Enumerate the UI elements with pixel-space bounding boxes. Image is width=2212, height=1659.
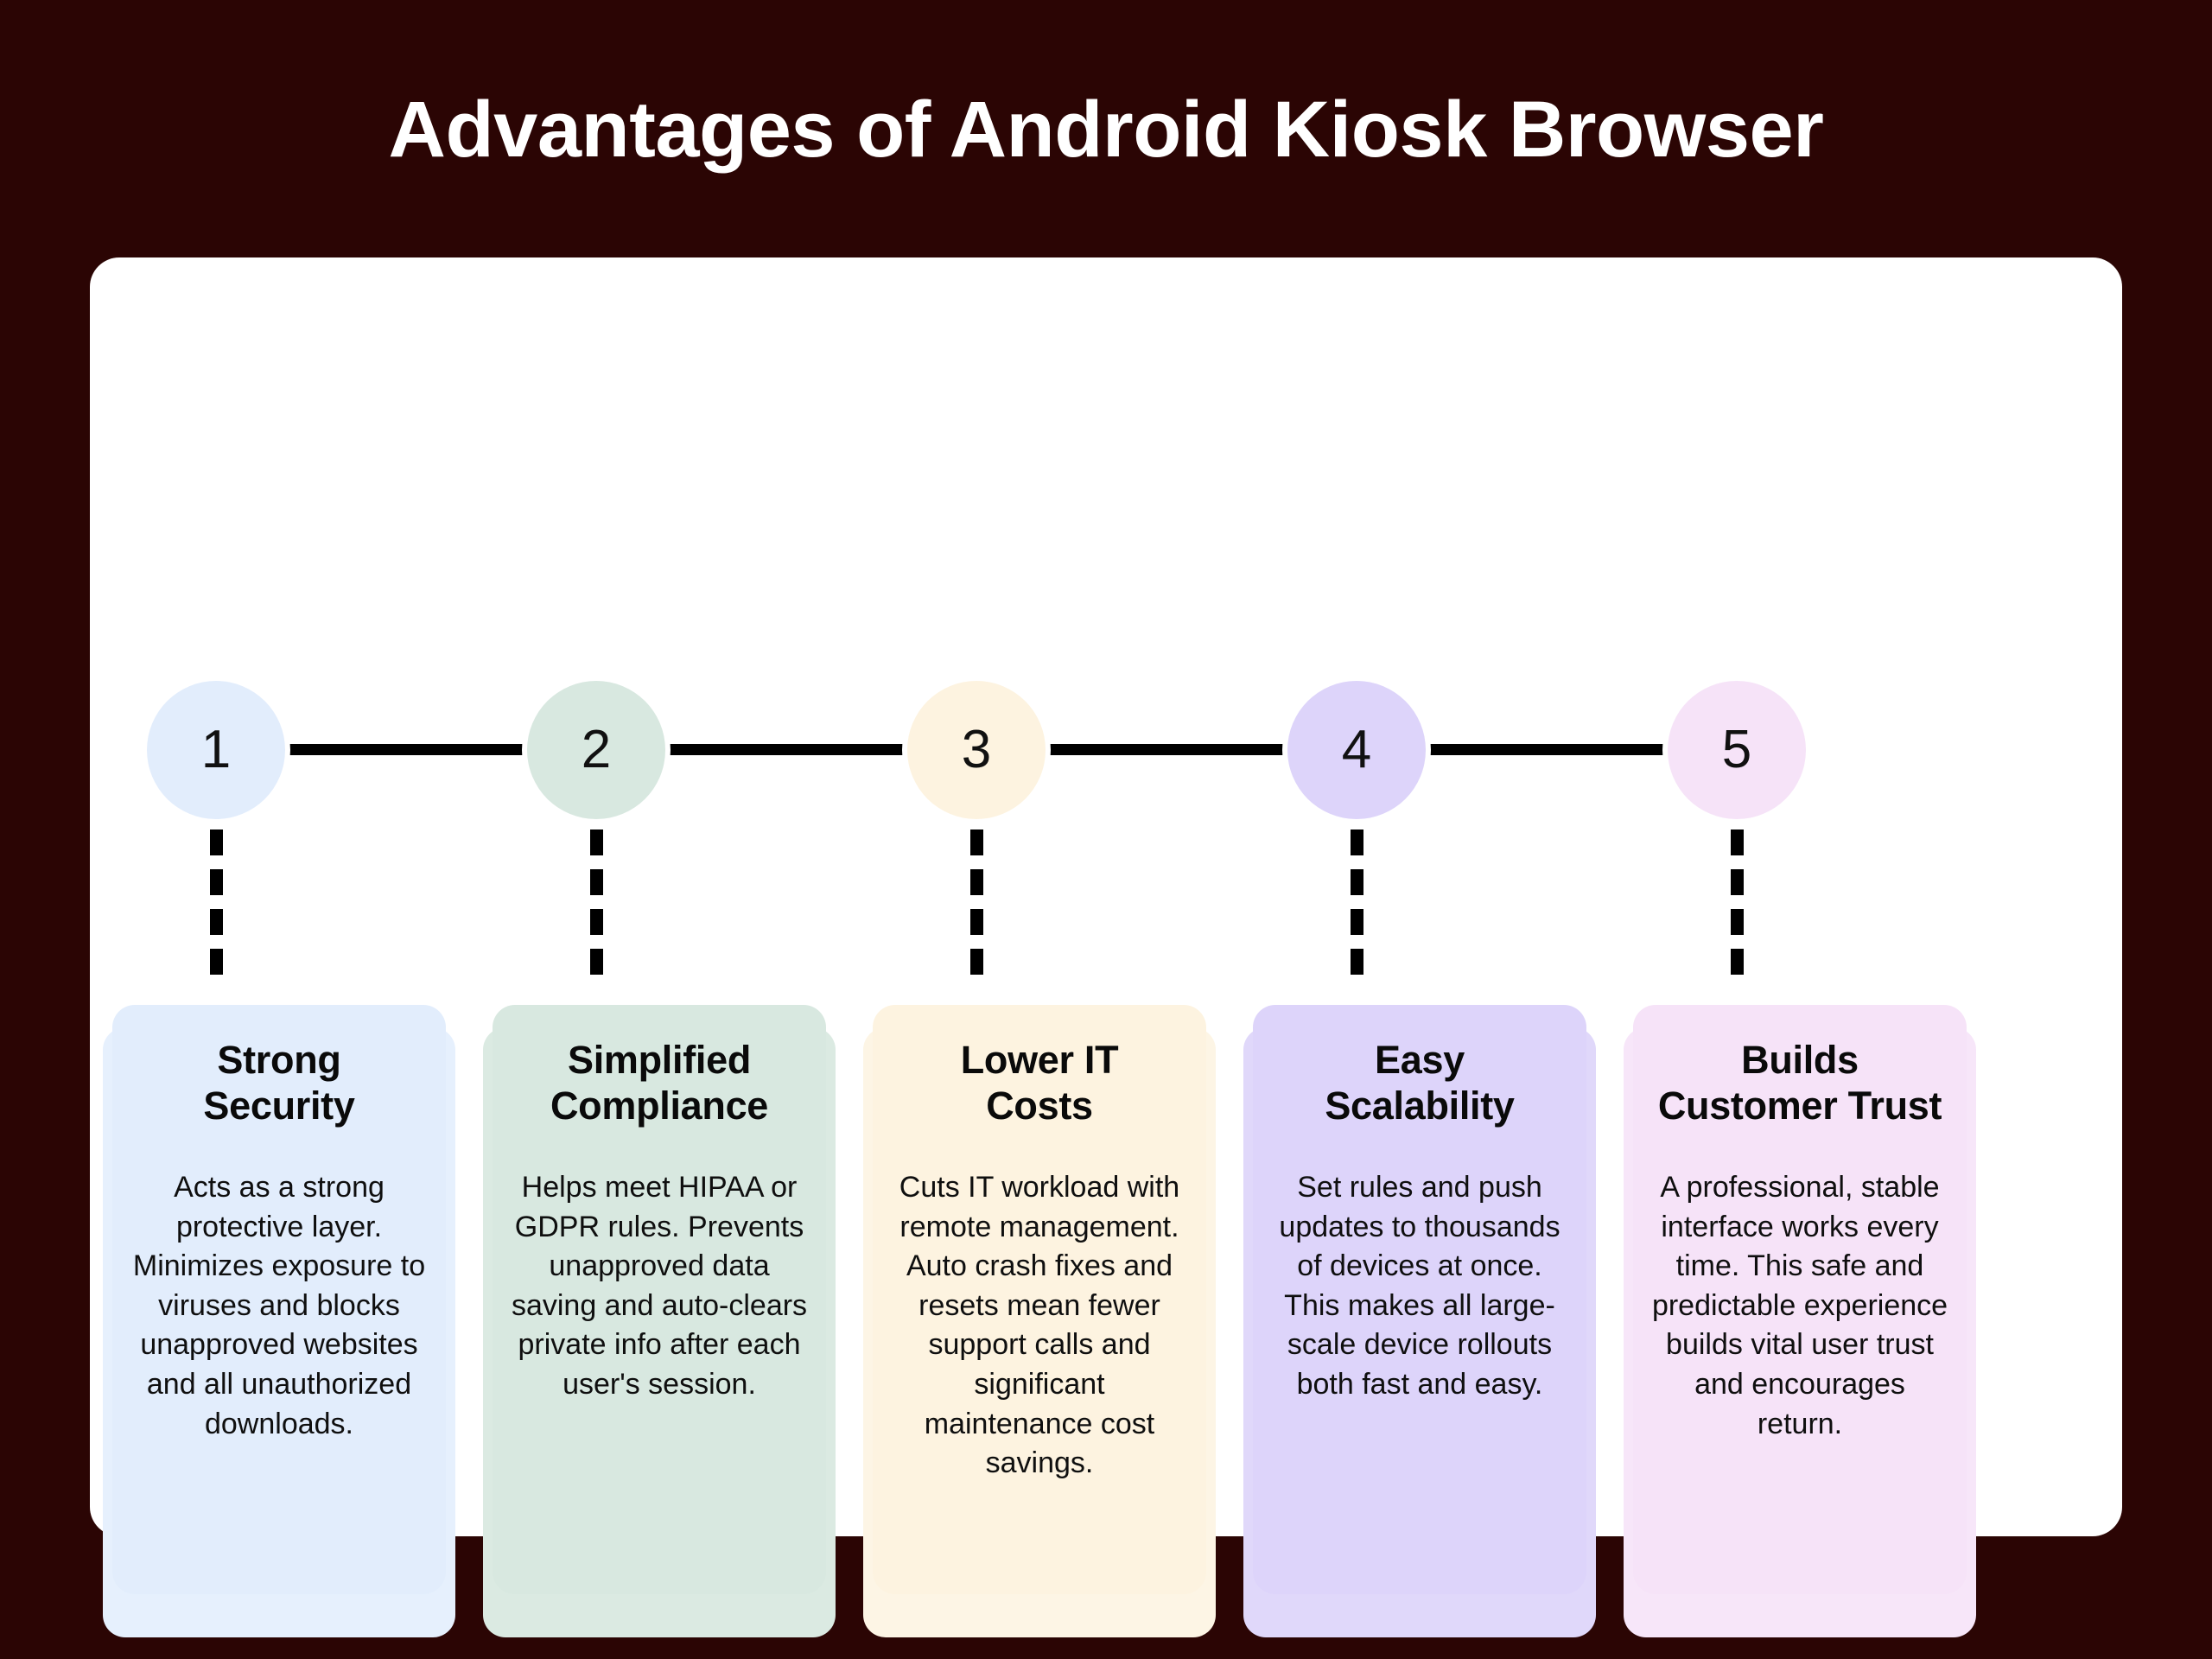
connector-line-1-2 xyxy=(285,744,543,755)
card-front-layer-1: Strong Security Acts as a strong protect… xyxy=(112,1005,446,1594)
connector-line-3-4 xyxy=(1046,744,1303,755)
content-panel: 1 2 3 4 5 Strong Securit xyxy=(90,257,2122,1637)
card-body-4: Set rules and push updates to thousands … xyxy=(1279,1171,1560,1402)
card-title-4: Easy Scalability xyxy=(1325,1038,1515,1128)
step-node-4[interactable]: 4 xyxy=(1287,681,1426,819)
card-title-2: Simplified Compliance xyxy=(550,1038,769,1128)
step-number-1: 1 xyxy=(200,720,232,779)
card-title-3: Lower IT Costs xyxy=(960,1038,1119,1128)
step-number-5: 5 xyxy=(1721,720,1752,779)
card-front-layer-3: Lower IT Costs Cuts IT workload with rem… xyxy=(873,1005,1206,1594)
dashed-stem-4 xyxy=(1351,830,1363,975)
dashed-stem-5 xyxy=(1731,830,1744,975)
card-title-1: Strong Security xyxy=(203,1038,355,1128)
card-front-layer-4: Easy Scalability Set rules and push upda… xyxy=(1253,1005,1586,1594)
step-number-2: 2 xyxy=(581,720,612,779)
card-body-5: A professional, stable interface works e… xyxy=(1651,1171,1948,1440)
step-node-5[interactable]: 5 xyxy=(1668,681,1806,819)
page-title: Advantages of Android Kiosk Browser xyxy=(388,86,1824,174)
step-node-2[interactable]: 2 xyxy=(527,681,665,819)
dashed-stem-3 xyxy=(970,830,983,975)
connector-line-4-5 xyxy=(1426,744,1683,755)
card-body-3: Cuts IT workload with remote management.… xyxy=(899,1171,1180,1480)
dashed-stem-1 xyxy=(210,830,223,975)
step-node-3[interactable]: 3 xyxy=(907,681,1046,819)
card-front-layer-5: Builds Customer Trust A professional, st… xyxy=(1633,1005,1967,1594)
step-number-4: 4 xyxy=(1341,720,1372,779)
dashed-stem-2 xyxy=(590,830,603,975)
card-front-layer-2: Simplified Compliance Helps meet HIPAA o… xyxy=(493,1005,826,1594)
connector-line-2-3 xyxy=(665,744,923,755)
card-body-1: Acts as a strong protective layer. Minim… xyxy=(132,1171,426,1440)
card-body-2: Helps meet HIPAA or GDPR rules. Prevents… xyxy=(511,1171,808,1402)
card-title-5: Builds Customer Trust xyxy=(1657,1038,1942,1128)
step-node-1[interactable]: 1 xyxy=(147,681,285,819)
step-number-3: 3 xyxy=(961,720,992,779)
